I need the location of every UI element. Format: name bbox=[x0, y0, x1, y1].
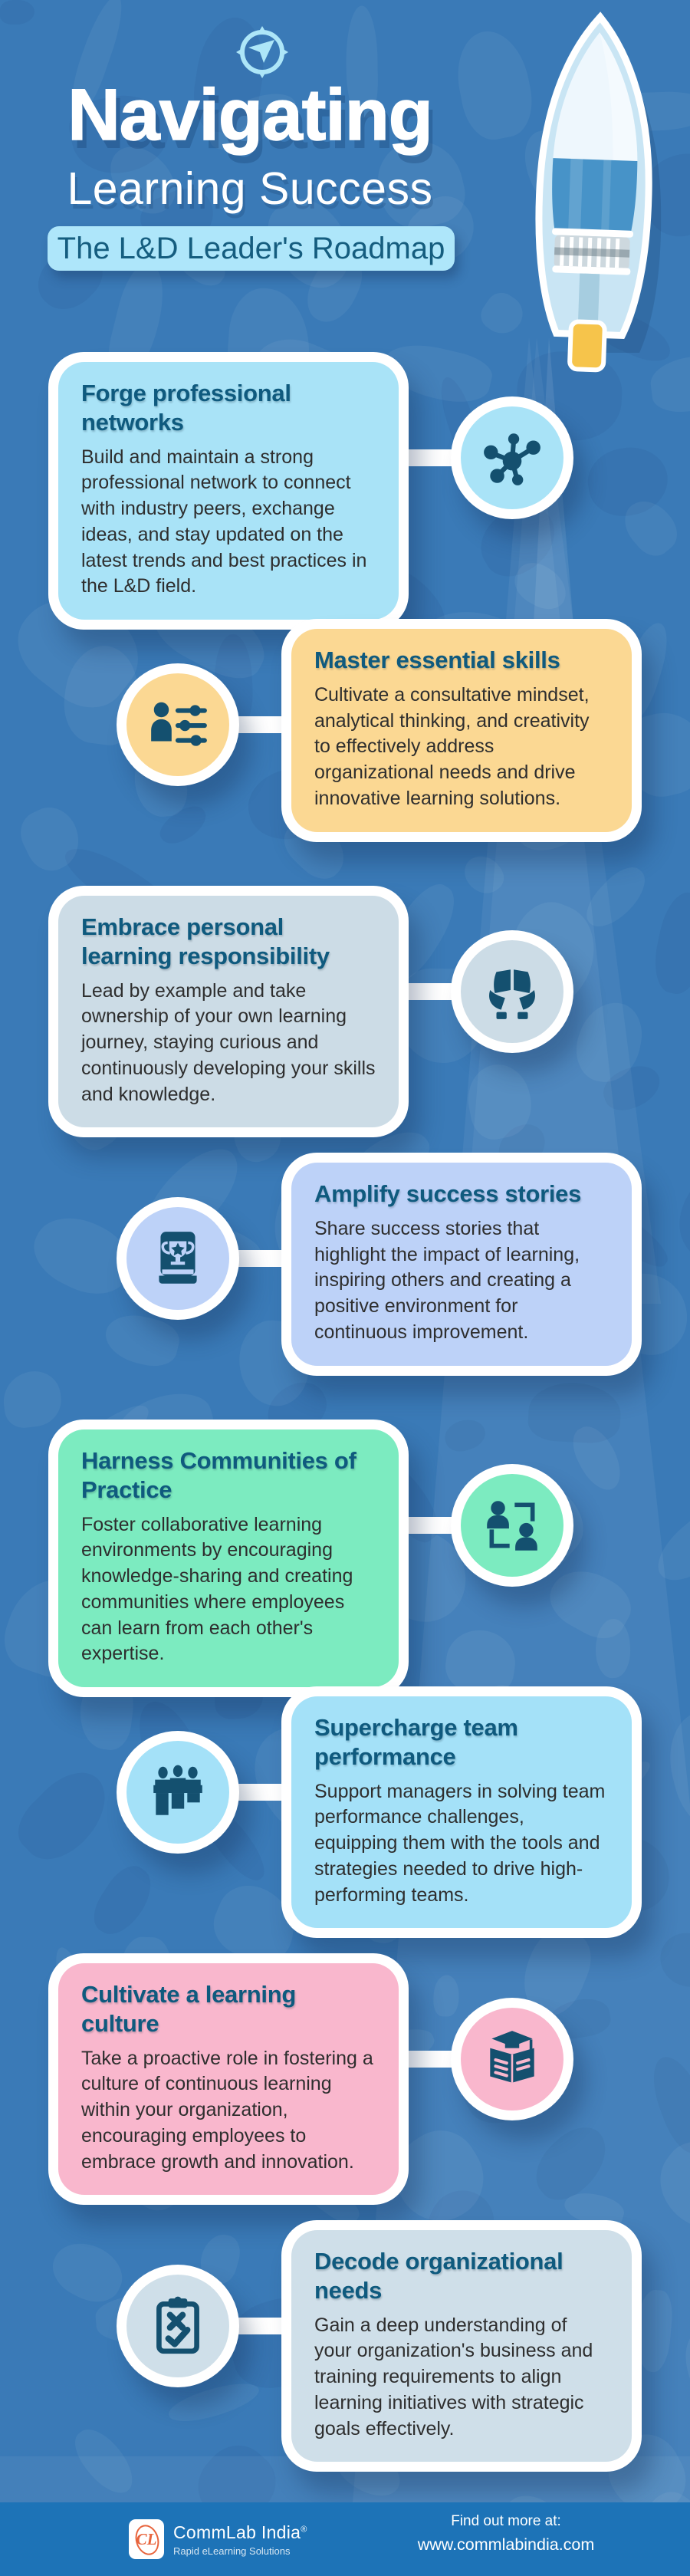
step-icon-circle bbox=[117, 1197, 239, 1320]
step-card: Embrace personal learning responsibility… bbox=[48, 886, 409, 1138]
graduation-book-icon bbox=[481, 2028, 544, 2091]
registered-mark: ® bbox=[301, 2524, 307, 2534]
person-sliders-icon bbox=[146, 693, 209, 756]
logo-name: CommLab India® bbox=[173, 2522, 307, 2542]
footer-cta: Find out more at: www.commlabindia.com bbox=[399, 2513, 613, 2555]
logo-tagline: Rapid eLearning Solutions bbox=[173, 2545, 291, 2557]
step-description: Build and maintain a strong professional… bbox=[81, 446, 367, 597]
network-icon bbox=[481, 426, 544, 489]
team-icon bbox=[146, 1761, 209, 1824]
commlab-logo-icon: CL bbox=[129, 2519, 164, 2559]
step-icon-circle bbox=[451, 930, 573, 1053]
step-card: Amplify success stories Share success st… bbox=[281, 1153, 642, 1376]
step-icon-circle bbox=[117, 663, 239, 786]
step-card: Forge professional networks Build and ma… bbox=[48, 352, 409, 630]
cta-label: Find out more at: bbox=[451, 2513, 561, 2529]
step-description: Lead by example and take ownership of yo… bbox=[81, 979, 376, 1105]
trophy-book-icon bbox=[146, 1227, 209, 1290]
step-title: Embrace personal learning responsibility bbox=[81, 913, 330, 969]
people-exchange-icon bbox=[481, 1494, 544, 1557]
footer-url[interactable]: www.commlabindia.com bbox=[417, 2535, 595, 2554]
boat-illustration bbox=[535, 12, 662, 373]
hands-book-icon bbox=[481, 960, 544, 1023]
commlab-logo: CL CommLab India® Rapid eLearning Soluti… bbox=[129, 2519, 307, 2559]
title-badge: The L&D Leader's Roadmap bbox=[48, 226, 455, 271]
step-title: Forge professional networks bbox=[81, 380, 291, 436]
step-card: Supercharge team performance Support man… bbox=[281, 1686, 642, 1939]
page-title: Navigating bbox=[67, 74, 433, 156]
step-title: Cultivate a learning culture bbox=[81, 1981, 296, 2037]
step-card: Master essential skills Cultivate a cons… bbox=[281, 619, 642, 842]
step-title: Decode organizational needs bbox=[314, 2248, 564, 2304]
step-title: Supercharge team performance bbox=[314, 1714, 518, 1770]
step-icon-circle bbox=[117, 1731, 239, 1854]
compass-icon bbox=[236, 26, 288, 78]
step-icon-circle bbox=[451, 396, 573, 519]
step-icon-circle bbox=[451, 1998, 573, 2120]
step-card: Cultivate a learning culture Take a proa… bbox=[48, 1953, 409, 2206]
footer: CL CommLab India® Rapid eLearning Soluti… bbox=[0, 2502, 690, 2576]
step-icon-circle bbox=[451, 1464, 573, 1587]
step-description: Cultivate a consultative mindset, analyt… bbox=[314, 683, 590, 809]
step-card: Decode organizational needs Gain a deep … bbox=[281, 2220, 642, 2472]
step-card: Harness Communities of Practice Foster c… bbox=[48, 1420, 409, 1698]
step-title: Amplify success stories bbox=[314, 1180, 582, 1207]
clipboard-check-icon bbox=[146, 2295, 209, 2357]
step-title: Master essential skills bbox=[314, 646, 560, 673]
step-icon-circle bbox=[117, 2265, 239, 2387]
step-description: Foster collaborative learning environmen… bbox=[81, 1513, 353, 1665]
step-description: Share success stories that highlight the… bbox=[314, 1217, 580, 1343]
step-description: Support managers in solving team perform… bbox=[314, 1780, 606, 1906]
step-description: Take a proactive role in fostering a cul… bbox=[81, 2047, 373, 2173]
page-subtitle: Learning Success bbox=[67, 163, 433, 214]
logo-monogram: CL bbox=[136, 2529, 157, 2548]
step-description: Gain a deep understanding of your organi… bbox=[314, 2314, 593, 2439]
step-title: Harness Communities of Practice bbox=[81, 1447, 356, 1503]
